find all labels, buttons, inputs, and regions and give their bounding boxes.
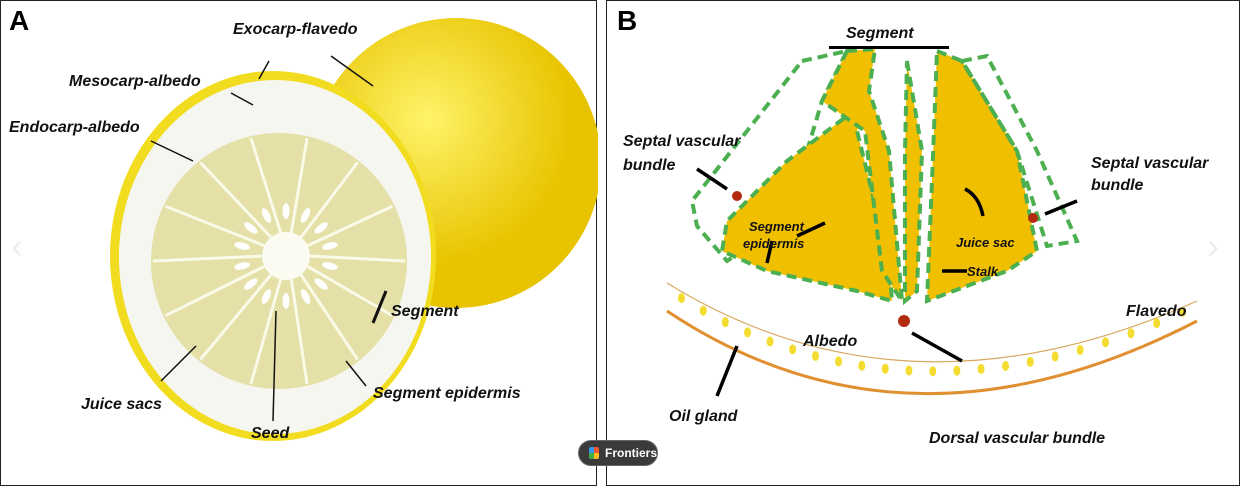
- badge-label: Frontiers: [604, 446, 657, 460]
- previous-arrow-icon[interactable]: ‹: [11, 225, 23, 266]
- frontiers-badge[interactable]: Frontiers: [578, 440, 658, 466]
- seed: [234, 262, 250, 270]
- oil-gland-dot: [1127, 328, 1135, 339]
- label-exocarp-flavedo: Exocarp-flavedo: [233, 21, 358, 38]
- segment-membrane: [306, 204, 394, 247]
- segment-membrane: [164, 265, 266, 318]
- label-stalk: Stalk: [967, 264, 999, 279]
- oil-gland-dot: [881, 363, 889, 374]
- seed: [314, 278, 328, 290]
- segment-membrane: [249, 137, 283, 234]
- seed: [282, 293, 290, 309]
- label-septal-left-1: Septal vascular: [623, 133, 741, 150]
- segment-membrane: [309, 254, 406, 263]
- next-arrow-icon[interactable]: ›: [1207, 225, 1219, 266]
- segment-membrane: [289, 279, 309, 385]
- label-mesocarp-albedo: Mesocarp-albedo: [69, 73, 201, 90]
- label-dorsal-vascular-bundle: Dorsal vascular bundle: [929, 430, 1106, 447]
- label-septal-left-2: bundle: [623, 157, 676, 174]
- seed: [300, 208, 311, 223]
- seed: [300, 289, 311, 304]
- oil-gland-dot: [744, 327, 752, 338]
- label-segment: Segment: [846, 25, 914, 42]
- grapefruit-illustration: [110, 18, 598, 441]
- seed: [244, 222, 258, 234]
- oil-gland-dot: [1026, 356, 1034, 367]
- label-oil-gland: Oil gland: [669, 408, 738, 425]
- label-segment-epidermis: Segment epidermis: [373, 385, 521, 402]
- oil-gland-dot: [766, 336, 774, 347]
- segment-membrane: [199, 273, 273, 361]
- label-septal-right-2: bundle: [1091, 177, 1144, 194]
- oil-gland-dot: [1153, 318, 1161, 329]
- label-segment-epidermis-2: epidermis: [743, 236, 805, 251]
- seed: [322, 242, 338, 250]
- label-seed: Seed: [251, 425, 290, 442]
- seed: [322, 262, 338, 270]
- seed: [244, 278, 258, 290]
- segment-membrane: [249, 278, 283, 385]
- oil-gland-dot: [1179, 306, 1187, 317]
- oil-gland-dot: [1051, 351, 1059, 362]
- label-septal-right-1: Septal vascular: [1091, 155, 1209, 172]
- segment-membrane: [199, 161, 273, 239]
- oil-gland-dot: [977, 363, 985, 374]
- oil-gland-dot: [699, 305, 707, 316]
- oil-gland-dot: [721, 317, 729, 328]
- label-segment: Segment: [391, 303, 459, 320]
- oil-gland-dot: [1076, 344, 1084, 355]
- oil-gland-dot: [953, 365, 961, 376]
- panel-a-letter: A: [9, 5, 30, 36]
- oil-gland-dot: [812, 350, 819, 361]
- seed: [261, 289, 272, 304]
- label-juice-sacs: Juice sacs: [81, 396, 162, 413]
- oil-gland-dot: [1002, 360, 1010, 371]
- label-endocarp-albedo: Endocarp-albedo: [9, 119, 140, 136]
- seed: [314, 222, 328, 234]
- oil-gland-dot: [677, 293, 685, 304]
- frontiers-logo-icon: [589, 447, 599, 459]
- panel-b-letter: B: [617, 5, 638, 36]
- segment-membrane: [289, 137, 309, 233]
- segment-membrane: [299, 273, 359, 361]
- label-albedo: Albedo: [803, 333, 858, 350]
- oil-gland-dot: [905, 365, 913, 376]
- seed: [282, 203, 290, 219]
- oil-gland-dot: [858, 360, 866, 371]
- oil-gland-dot: [1101, 337, 1109, 348]
- panel-b: B Segment Septal vascular bundle Septal …: [606, 0, 1240, 486]
- segment-diagram: [666, 46, 1198, 397]
- segment-membrane: [299, 161, 359, 239]
- oil-gland-dot: [929, 366, 937, 377]
- label-segment-epidermis-1: Segment: [749, 219, 804, 234]
- seed: [234, 242, 250, 250]
- segment-membrane: [164, 204, 265, 247]
- oil-gland-dot: [835, 356, 843, 367]
- panel-a: A Exocarp-flavedo Mesocarp-albedo Endoca…: [0, 0, 598, 486]
- oil-gland-dot: [789, 344, 797, 355]
- segment-membrane: [152, 254, 263, 263]
- label-juice-sac: Juice sac: [956, 235, 1015, 250]
- seed: [261, 208, 272, 223]
- label-flavedo: Flavedo: [1126, 303, 1187, 320]
